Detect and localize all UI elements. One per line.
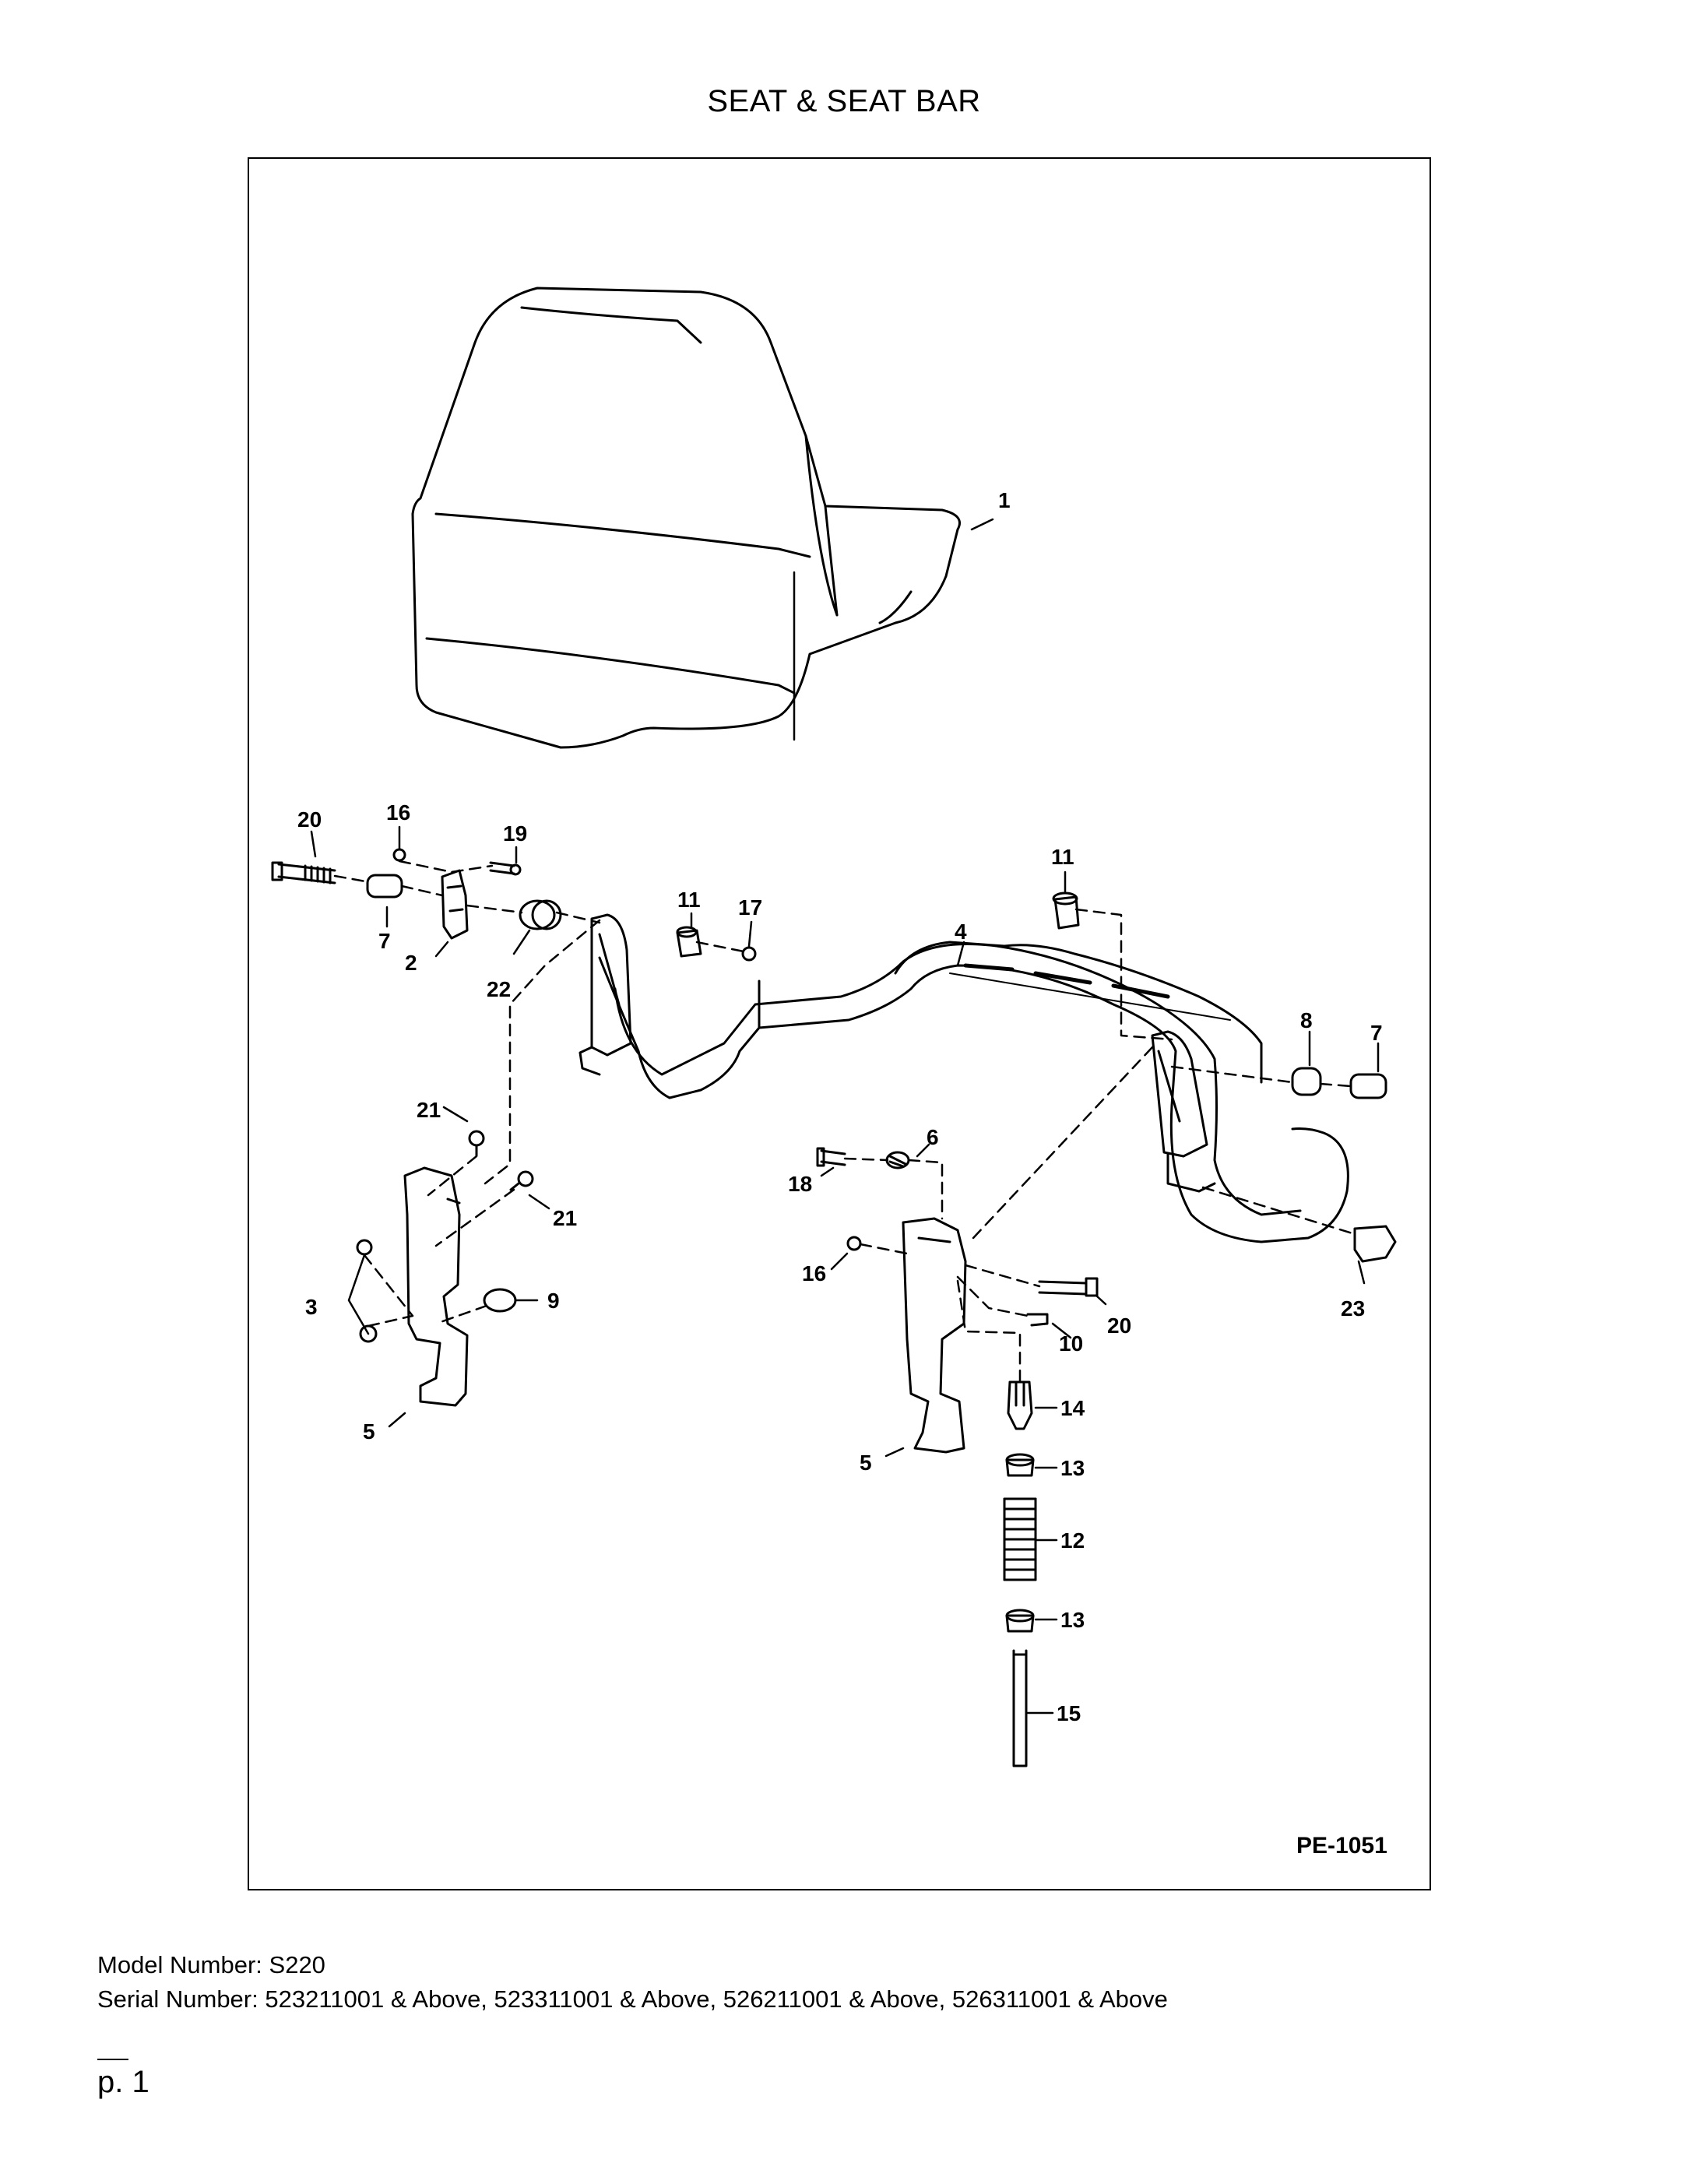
model-number: Model Number: S220 xyxy=(97,1951,325,1978)
callout-label: 3 xyxy=(305,1295,318,1319)
diagram-frame xyxy=(248,157,1431,1890)
assembly-lines xyxy=(333,860,1356,1384)
seat-part xyxy=(411,287,961,749)
left-hardware xyxy=(271,848,757,1407)
callout-label: 1 xyxy=(998,488,1011,512)
callout-label: 20 xyxy=(1107,1314,1131,1338)
callout-label: 17 xyxy=(738,895,762,920)
callout-label: 6 xyxy=(927,1125,939,1149)
callout-label: 10 xyxy=(1059,1331,1083,1356)
callout-labels: 1 2 3 4 5 5 6 7 7 8 9 10 11 11 12 13 13 … xyxy=(297,488,1383,1725)
callout-label: 13 xyxy=(1060,1608,1085,1632)
diagram-code: PE-1051 xyxy=(1296,1833,1387,1859)
callout-label: 11 xyxy=(1051,845,1074,869)
callout-label: 2 xyxy=(405,951,417,975)
callout-label: 5 xyxy=(860,1451,872,1475)
page-title: SEAT & SEAT BAR xyxy=(707,84,981,118)
callout-label: 15 xyxy=(1057,1701,1081,1725)
callout-label: 8 xyxy=(1300,1008,1313,1032)
callout-label: 23 xyxy=(1341,1296,1365,1321)
callout-label: 21 xyxy=(417,1098,441,1122)
callout-label: 13 xyxy=(1060,1456,1085,1480)
callout-label: 20 xyxy=(297,807,322,832)
page-number: p. 1 xyxy=(97,2065,149,2099)
callout-label: 19 xyxy=(503,821,527,846)
callout-label: 16 xyxy=(802,1261,826,1285)
page-number-rule xyxy=(97,2059,128,2060)
seat-bar-part xyxy=(578,913,1349,1243)
callout-label: 22 xyxy=(487,977,511,1001)
callout-label: 7 xyxy=(378,929,391,953)
callout-label: 7 xyxy=(1370,1021,1383,1045)
callout-label: 21 xyxy=(553,1206,577,1230)
serial-number: Serial Number: 523211001 & Above, 523311… xyxy=(97,1985,1168,2013)
leader-lines xyxy=(310,518,1380,1714)
callout-label: 9 xyxy=(547,1289,560,1313)
callout-label: 18 xyxy=(788,1172,812,1196)
callout-label: 14 xyxy=(1060,1396,1085,1420)
callout-label: 12 xyxy=(1060,1528,1085,1553)
callout-label: 5 xyxy=(363,1419,375,1444)
callout-label: 16 xyxy=(386,800,410,825)
callout-label: 11 xyxy=(677,888,701,912)
callout-label: 4 xyxy=(955,920,967,944)
